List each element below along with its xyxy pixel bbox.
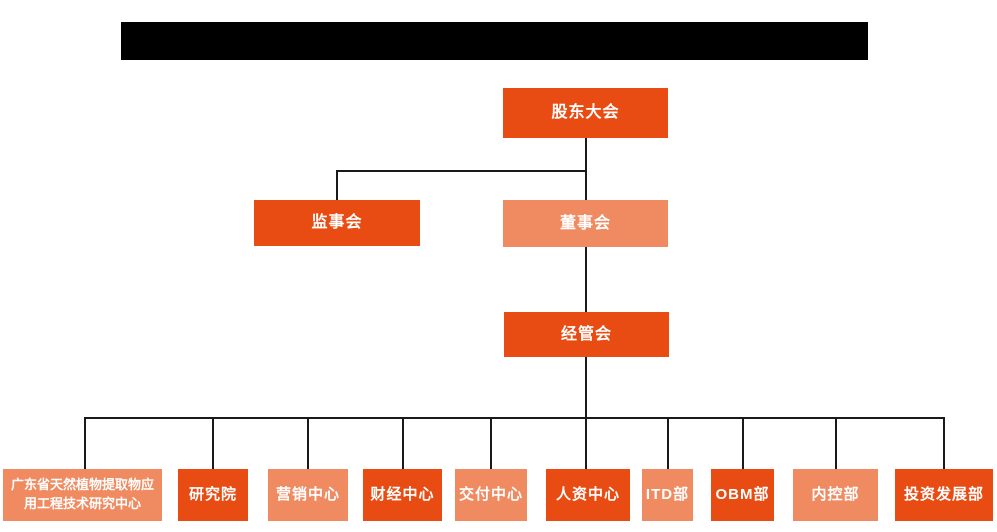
org-node-investment-development-dept: 投资发展部 [895, 469, 993, 521]
connector-drop-delivery-center [490, 417, 492, 470]
org-node-hr-center: 人资中心 [546, 469, 630, 521]
connector-drop-itd-dept [667, 417, 669, 470]
org-node-obm-dept: OBM部 [711, 469, 774, 521]
org-node-shareholders-meeting: 股东大会 [503, 88, 668, 138]
connector-drop-research-center [84, 417, 86, 470]
connector-departments-rail [84, 417, 945, 419]
org-node-management-committee: 经管会 [504, 312, 669, 357]
org-node-itd-dept: ITD部 [642, 469, 693, 521]
connector-drop-internal-control-dept [835, 417, 837, 470]
connector-board-to-management [585, 247, 587, 313]
connector-management-to-depts [585, 357, 587, 470]
org-node-research-center: 广东省天然植物提取物应用工程技术研究中心 [3, 469, 162, 521]
redacted-title-bar [121, 22, 868, 60]
connector-drop-obm-dept [742, 417, 744, 470]
org-node-board-of-directors: 董事会 [503, 200, 668, 247]
org-node-research-institute: 研究院 [178, 469, 248, 521]
org-node-finance-center: 财经中心 [363, 469, 442, 521]
org-node-marketing-center: 营销中心 [268, 469, 348, 521]
org-node-internal-control-dept: 内控部 [793, 469, 878, 521]
connector-drop-finance-center [402, 417, 404, 470]
connector-drop-investment-development [943, 417, 945, 470]
org-node-delivery-center: 交付中心 [455, 469, 527, 521]
org-node-supervisory-board: 监事会 [254, 200, 420, 246]
connector-level2-branch [336, 170, 587, 172]
connector-drop-marketing-center [307, 417, 309, 470]
connector-drop-supervisory [336, 170, 338, 201]
connector-drop-research-institute [212, 417, 214, 470]
connector-root-to-level2 [585, 138, 587, 201]
